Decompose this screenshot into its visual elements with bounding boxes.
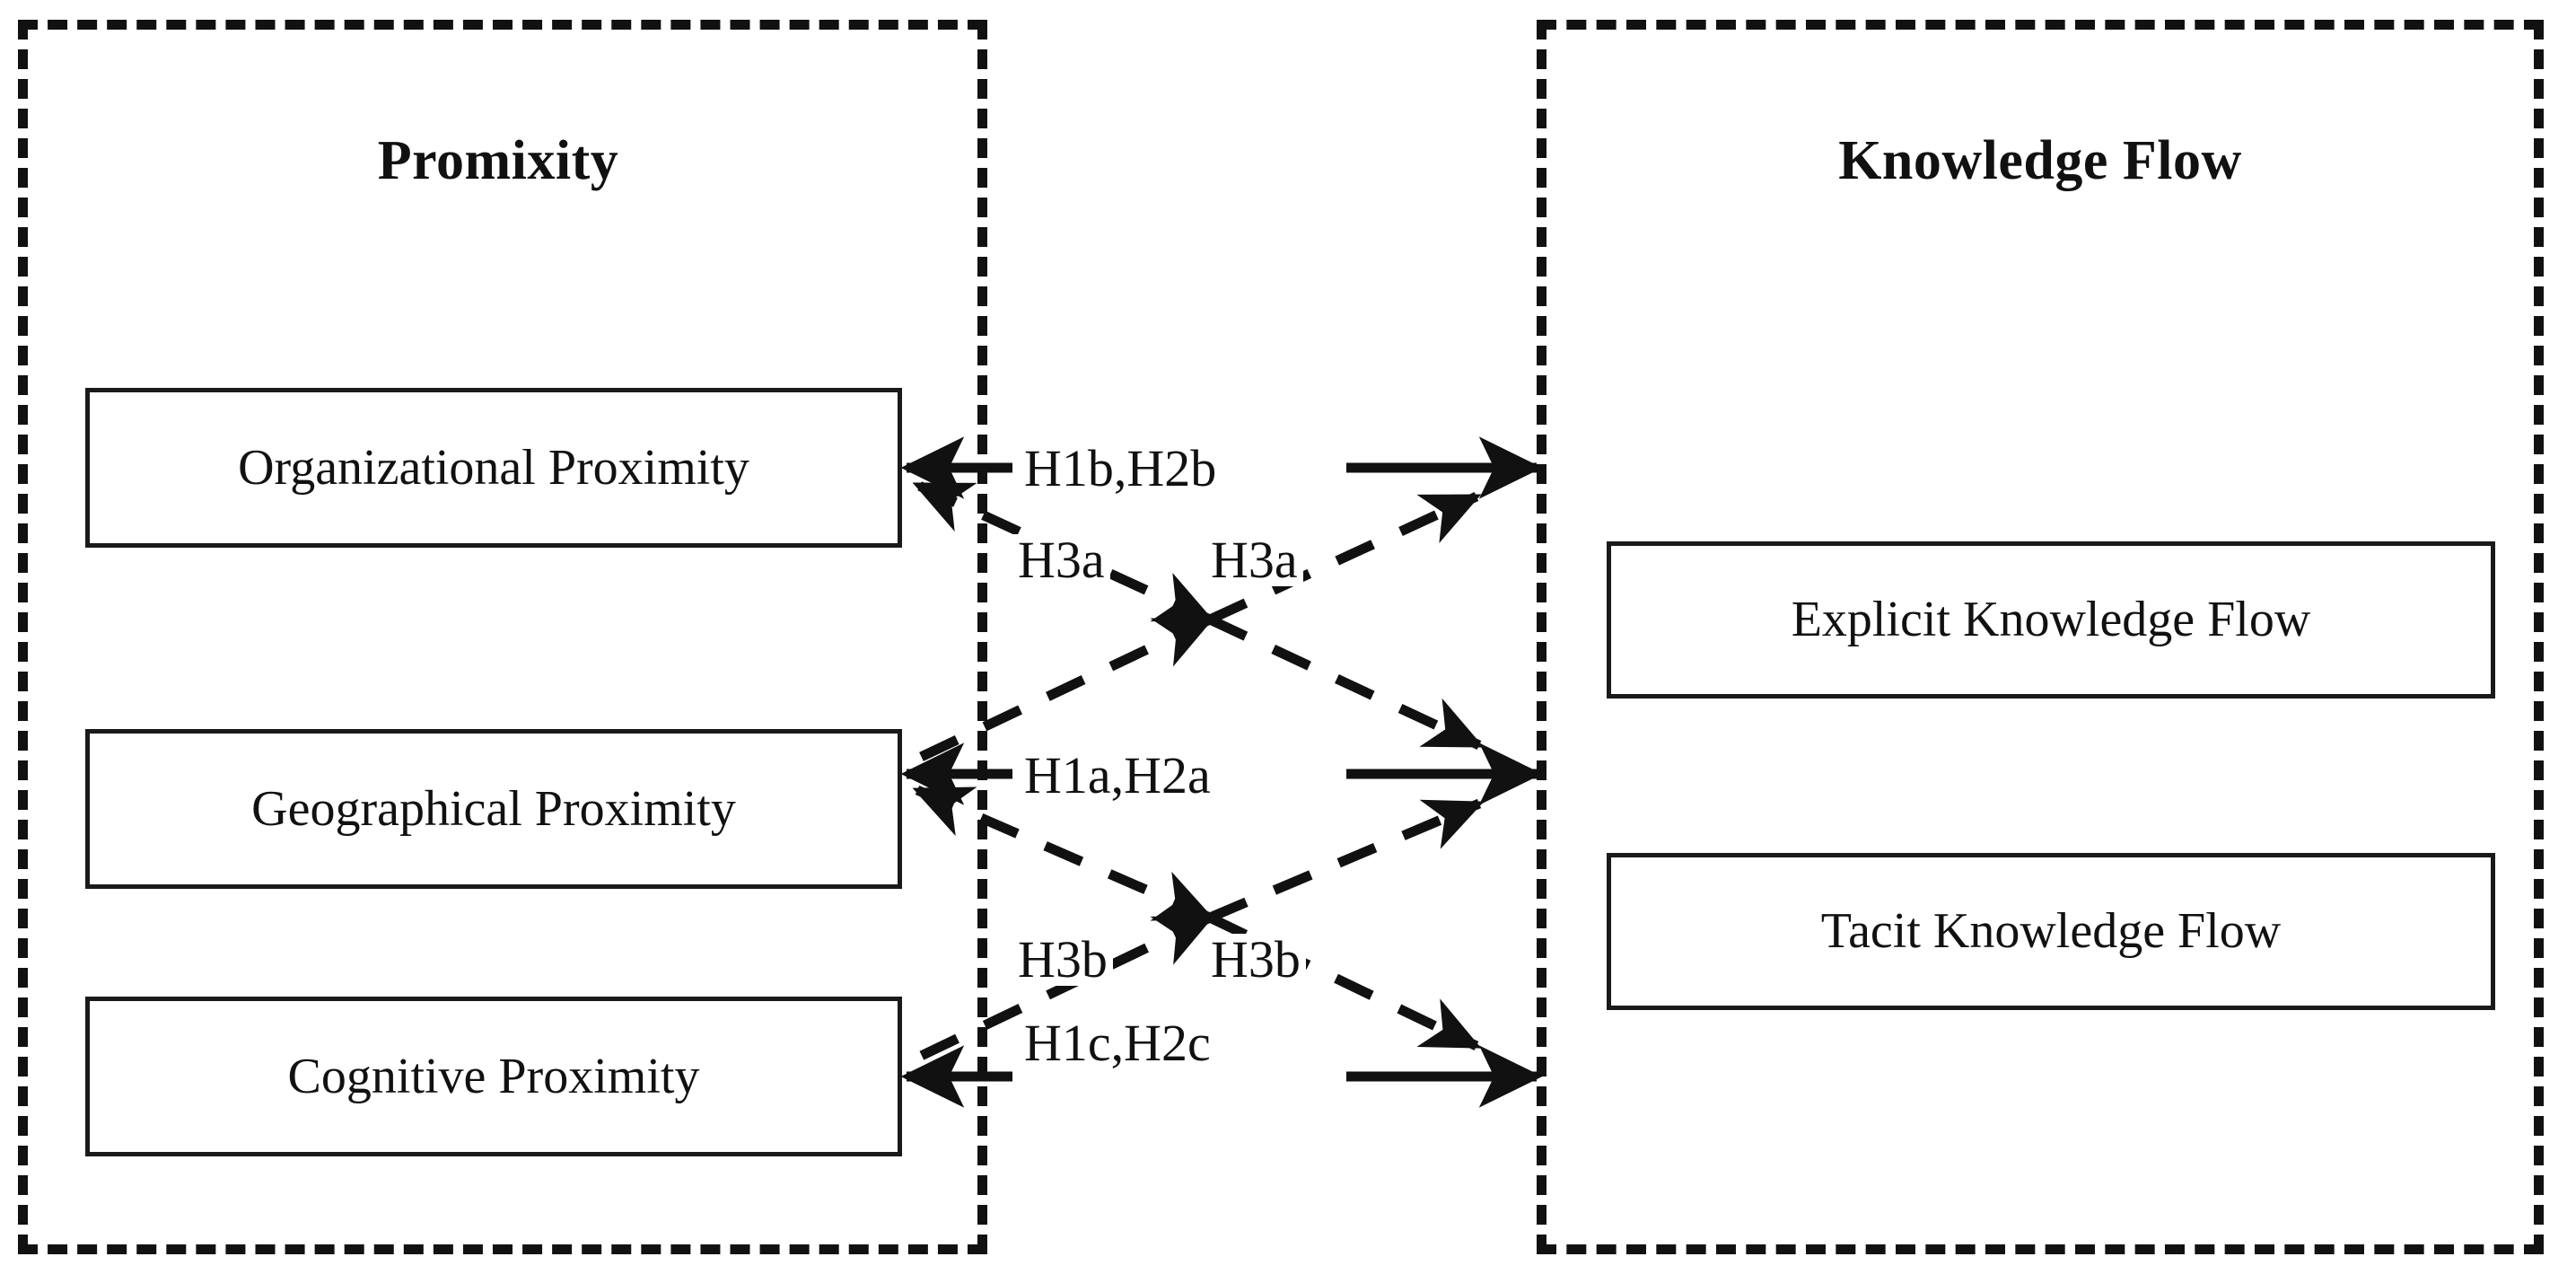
node-label: Tacit Knowledge Flow <box>1820 903 2282 960</box>
node-tacit-knowledge-flow: Tacit Knowledge Flow <box>1607 853 2495 1010</box>
group-container-knowledge-flow <box>1537 20 2544 1254</box>
node-label: Cognitive Proximity <box>287 1048 700 1104</box>
relation-label-h3a-left: H3a <box>1012 534 1110 586</box>
group-title-proximity: Promixity <box>377 130 619 191</box>
node-label: Geographical Proximity <box>251 780 736 837</box>
group-title-knowledge-flow: Knowledge Flow <box>1838 130 2242 191</box>
relation-dashed-leg <box>1207 798 1485 923</box>
relation-h3a-lower-right <box>1207 615 1485 750</box>
relation-h3b-upper-right <box>1207 798 1485 923</box>
node-geographical-proximity: Geographical Proximity <box>85 729 902 889</box>
relation-label-h1b-h2b: H1b,H2b <box>1019 443 1222 495</box>
node-cognitive-proximity: Cognitive Proximity <box>85 997 902 1156</box>
relation-label-h3b-left: H3b <box>1012 934 1113 986</box>
node-explicit-knowledge-flow: Explicit Knowledge Flow <box>1607 541 2495 699</box>
relation-label-h3a-right: H3a <box>1205 534 1303 586</box>
relation-label-h1a-h2a: H1a,H2a <box>1019 750 1216 802</box>
relation-label-h1c-h2c: H1c,H2c <box>1019 1017 1216 1069</box>
node-organizational-proximity: Organizational Proximity <box>85 388 902 548</box>
node-label: Organizational Proximity <box>238 439 749 496</box>
relation-dashed-leg <box>1207 615 1485 750</box>
node-label: Explicit Knowledge Flow <box>1791 592 2311 648</box>
relation-label-h3b-right: H3b <box>1205 934 1306 986</box>
